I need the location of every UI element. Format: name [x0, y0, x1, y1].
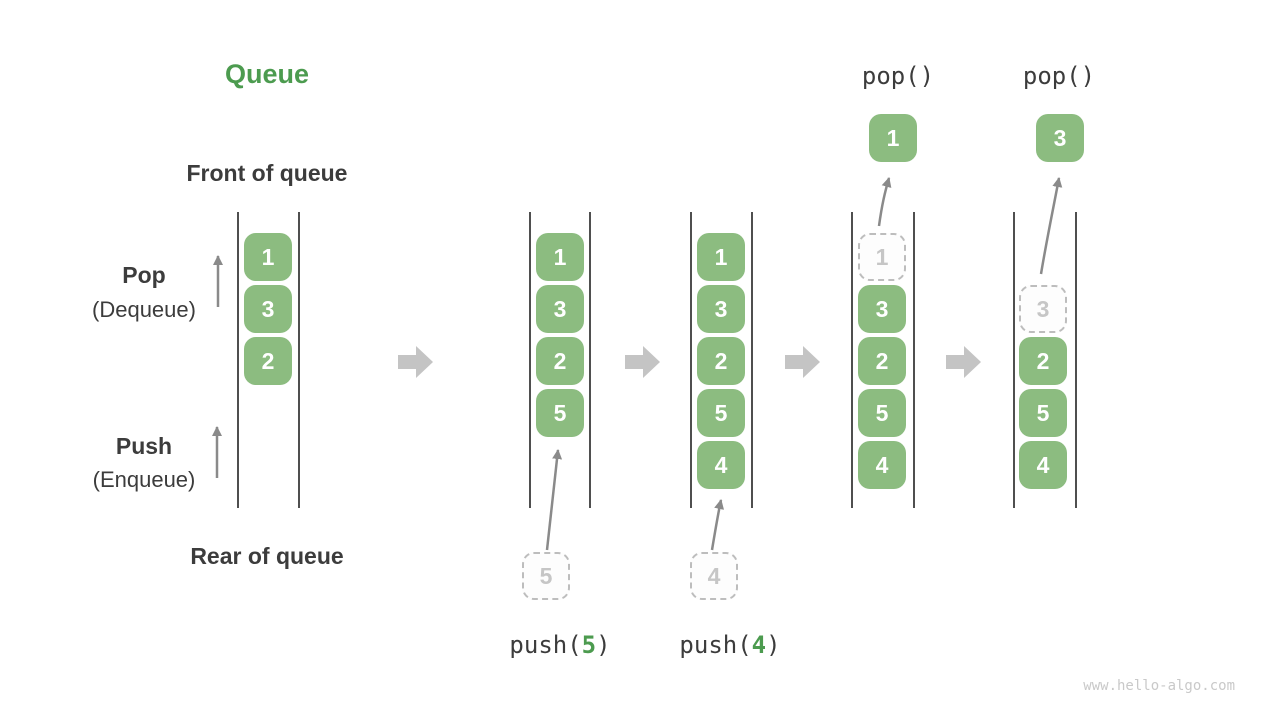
- cell-value: 4: [875, 451, 889, 478]
- queue-cell: 1: [244, 233, 292, 281]
- queue-cell: 5: [536, 389, 584, 437]
- queue-cell: 5: [697, 389, 745, 437]
- queue-cell: 3: [244, 285, 292, 333]
- cell-value: 2: [1036, 347, 1050, 374]
- cell-value: 5: [714, 399, 728, 426]
- queue-cell: 1: [536, 233, 584, 281]
- staged-box: 4: [690, 552, 738, 600]
- push-call-prefix: push(: [509, 631, 582, 659]
- queue-wall: [237, 212, 239, 508]
- queue-cell: 4: [697, 441, 745, 489]
- cell-value: 1: [714, 243, 728, 270]
- queue-cell: 2: [244, 337, 292, 385]
- queue-wall: [1013, 212, 1015, 508]
- queue-cell: 2: [536, 337, 584, 385]
- cell-value: 4: [714, 451, 728, 478]
- cell-value: 5: [875, 399, 889, 426]
- queue-wall: [589, 212, 591, 508]
- queue-cell: 2: [697, 337, 745, 385]
- step-arrow-icon: [398, 346, 433, 378]
- push-path-arrow-icon: [710, 499, 725, 551]
- pop-call-label: pop(): [1022, 62, 1096, 90]
- queue-wall: [751, 212, 753, 508]
- cell-value: 2: [261, 347, 275, 374]
- queue-cell: 3: [697, 285, 745, 333]
- front-of-queue-label: Front of queue: [186, 160, 348, 186]
- rear-of-queue-label: Rear of queue: [190, 543, 344, 569]
- queue-cell: 5: [858, 389, 906, 437]
- queue-cell: 1: [697, 233, 745, 281]
- staged-box: 5: [522, 552, 570, 600]
- queue-cell: 4: [858, 441, 906, 489]
- pop-call-label: pop(): [861, 62, 935, 90]
- cell-value: 3: [875, 295, 889, 322]
- push-path-arrow-icon: [545, 449, 563, 551]
- popped-value: 3: [1053, 124, 1067, 151]
- popped-box: 3: [1036, 114, 1084, 162]
- push-call-label: push(4): [630, 631, 830, 659]
- queue-wall: [851, 212, 853, 508]
- cell-value: 1: [261, 243, 275, 270]
- queue-cell: 3: [858, 285, 906, 333]
- popped-box: 1: [869, 114, 917, 162]
- cell-value: 1: [875, 243, 889, 270]
- step-arrow-icon: [785, 346, 820, 378]
- cell-value: 2: [875, 347, 889, 374]
- queue-cell: 2: [858, 337, 906, 385]
- queue-wall: [298, 212, 300, 508]
- cell-value: 5: [553, 399, 567, 426]
- pop-path-arrow-icon: [877, 177, 892, 227]
- cell-value: 3: [714, 295, 728, 322]
- popped-value: 1: [886, 124, 900, 151]
- pop-label: Pop: [122, 262, 166, 288]
- staged-value: 4: [707, 562, 721, 589]
- watermark: www.hello-algo.com: [1083, 678, 1235, 694]
- queue-cell-dashed: 3: [1019, 285, 1067, 333]
- staged-value: 5: [539, 562, 553, 589]
- cell-value: 3: [553, 295, 567, 322]
- pop-path-arrow-icon: [1039, 177, 1063, 275]
- dequeue-label: (Dequeue): [92, 297, 196, 322]
- cell-value: 3: [261, 295, 275, 322]
- queue-wall: [1075, 212, 1077, 508]
- cell-value: 2: [553, 347, 567, 374]
- push-call-label: push(5): [460, 631, 660, 659]
- cell-value: 2: [714, 347, 728, 374]
- cell-value: 4: [1036, 451, 1050, 478]
- cell-value: 3: [1036, 295, 1050, 322]
- push-label: Push: [115, 433, 173, 459]
- push-call-arg: 5: [581, 631, 597, 659]
- queue-cell: 2: [1019, 337, 1067, 385]
- queue-cell-dashed: 1: [858, 233, 906, 281]
- queue-wall: [913, 212, 915, 508]
- queue-wall: [690, 212, 692, 508]
- step-arrow-icon: [625, 346, 660, 378]
- cell-value: 1: [553, 243, 567, 270]
- queue-cell: 4: [1019, 441, 1067, 489]
- push-call-suffix: ): [596, 631, 611, 659]
- queue-cell: 5: [1019, 389, 1067, 437]
- push-call-arg: 4: [751, 631, 767, 659]
- queue-wall: [529, 212, 531, 508]
- queue-cell: 3: [536, 285, 584, 333]
- diagram-title: Queue: [224, 59, 310, 89]
- step-arrow-icon: [946, 346, 981, 378]
- push-call-suffix: ): [766, 631, 781, 659]
- push-call-prefix: push(: [679, 631, 752, 659]
- enqueue-label: (Enqueue): [92, 467, 196, 492]
- cell-value: 5: [1036, 399, 1050, 426]
